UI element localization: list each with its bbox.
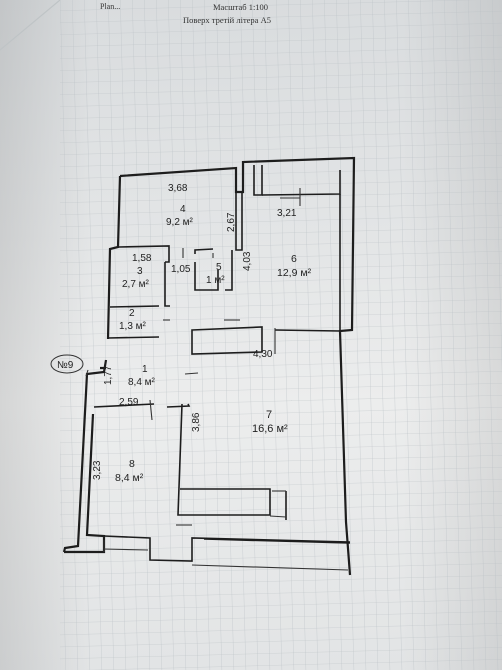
dim-2-67: 2,67 — [226, 212, 237, 232]
dim-3-86: 3,86 — [191, 412, 202, 432]
room-4-area: 9,2 м² — [166, 217, 194, 228]
floor-label: Поверх третій літера А5 — [183, 15, 271, 25]
dim-2-59: 2,59 — [119, 397, 139, 408]
apartment-number: №9 — [57, 360, 74, 371]
room-8-area: 8,4 м² — [115, 472, 144, 484]
room-2-area: 1,3 м² — [119, 321, 147, 332]
room-labels: 4 9,2 м² 3 2,7 м² 5 1 м² 6 12,9 м² 2 1,3… — [115, 204, 312, 484]
room-1-area: 8,4 м² — [128, 377, 156, 388]
room-1-number: 1 — [142, 364, 148, 375]
room-7-area: 16,6 м² — [252, 423, 288, 435]
dim-3-68: 3,68 — [168, 183, 188, 194]
page-edge — [0, 0, 61, 51]
room-7-number: 7 — [266, 409, 272, 421]
room-8-number: 8 — [129, 458, 135, 470]
room-5-number: 5 — [216, 262, 222, 273]
window-marks — [85, 188, 349, 571]
interior-walls — [93, 165, 351, 562]
dim-4-30: 4,30 — [253, 349, 273, 360]
dim-4-03: 4,03 — [242, 251, 253, 271]
room-2-number: 2 — [129, 308, 135, 319]
dim-1-58: 1,58 — [132, 253, 152, 264]
room-6-number: 6 — [291, 253, 297, 265]
grid-paper — [60, 0, 502, 670]
dim-3-23: 3,23 — [92, 460, 103, 480]
room-3-area: 2,7 м² — [122, 279, 150, 290]
dim-1-77: 1,77 — [103, 365, 114, 385]
header-fragment: Plan... — [100, 2, 120, 11]
room-4-number: 4 — [180, 204, 186, 215]
room-3-number: 3 — [137, 266, 143, 277]
room-6-area: 12,9 м² — [277, 267, 312, 279]
room-5-area: 1 м² — [206, 275, 225, 286]
dim-1-05: 1,05 — [171, 264, 191, 275]
scale-label: Масштаб 1:100 — [213, 2, 268, 12]
dimension-labels: 3,68 2,67 3,21 1,58 1,05 4,03 4,30 1,77 … — [92, 183, 297, 480]
apartment-number-oval — [50, 354, 84, 374]
dim-3-21: 3,21 — [277, 208, 297, 219]
